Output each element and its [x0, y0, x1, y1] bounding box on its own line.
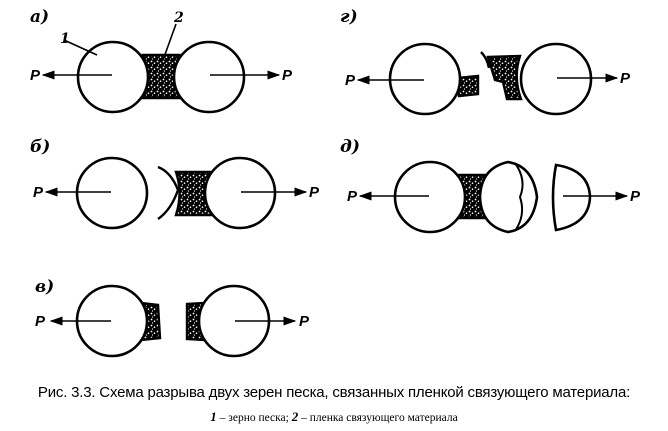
legend-text-grain: – зерно песка;: [216, 412, 292, 424]
force-label-left: P: [35, 313, 46, 330]
force-label-right: P: [620, 70, 631, 87]
legend-text-film: – пленка связующего материала: [298, 412, 458, 424]
panel-label-d: д): [340, 137, 360, 157]
callout-grain-leader: [63, 39, 98, 56]
callout-film-number: 2: [173, 10, 184, 26]
film-rupture-edge: [157, 165, 180, 220]
panel-label-a: а): [30, 7, 49, 27]
force-label-left: P: [33, 184, 44, 201]
force-label-left: P: [347, 188, 358, 205]
force-label-left: P: [30, 67, 41, 84]
grain-fragment-cracked: [478, 160, 539, 234]
figure-caption: Рис. 3.3. Схема разрыва двух зерен песка…: [37, 384, 631, 401]
force-label-right: P: [630, 188, 641, 205]
panel-v: в) P P: [35, 277, 310, 358]
film-rupture-edge: [480, 51, 491, 69]
grain-fragment-broken-off: [551, 163, 592, 232]
sand-grain: [388, 42, 462, 116]
sand-grain: [76, 40, 150, 114]
legend-number-grain: 1: [210, 409, 217, 424]
force-label-right: P: [309, 184, 320, 201]
panel-label-b: б): [30, 137, 50, 157]
panel-d: д) P P: [340, 137, 641, 234]
panel-g: г) P P: [340, 7, 631, 116]
figure-legend: 1 – зерно песка; 2 – пленка связующего м…: [0, 409, 668, 425]
sand-grain: [203, 156, 277, 230]
callout-film-leader: [162, 23, 177, 61]
panel-a: а) P P 1 2: [30, 7, 293, 114]
panel-b: б) P P: [30, 137, 320, 230]
sand-grain: [75, 156, 149, 230]
callout-grain-number: 1: [60, 31, 70, 47]
binder-film: [486, 54, 523, 101]
legend-number-film: 2: [291, 409, 299, 424]
grain-crack-line: [514, 162, 524, 232]
force-label-left: P: [345, 72, 356, 89]
force-label-right: P: [299, 313, 310, 330]
panel-label-g: г): [340, 7, 358, 27]
sand-grain: [172, 40, 246, 114]
panel-label-v: в): [35, 277, 54, 297]
sand-grain: [519, 42, 593, 116]
force-label-right: P: [282, 67, 293, 84]
sand-grain: [393, 160, 467, 234]
